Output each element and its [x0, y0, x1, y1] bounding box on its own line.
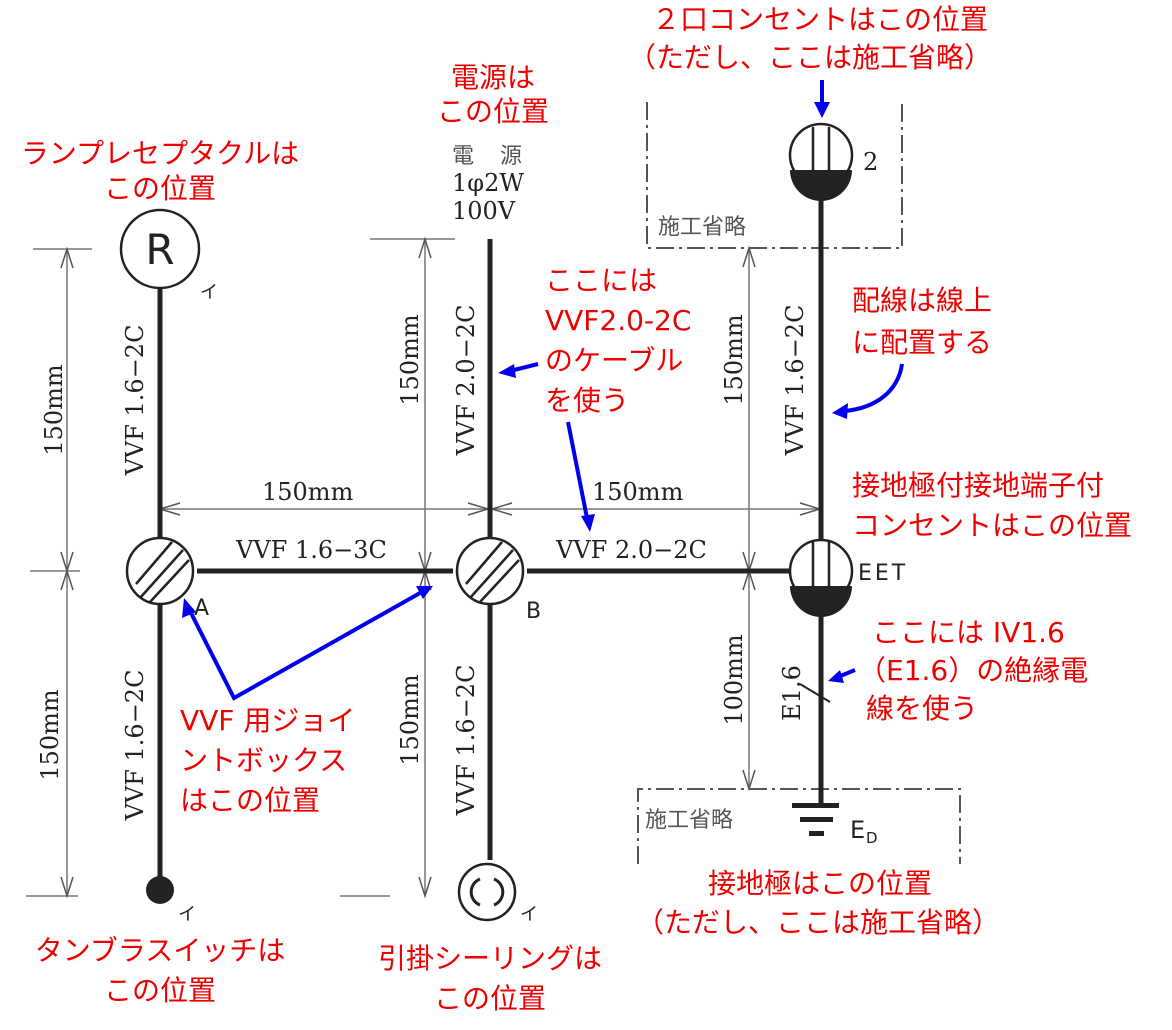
outlet-count: 2 — [863, 148, 878, 176]
arrow-head-icon — [182, 598, 196, 618]
cable-b-to-eet: VVF 2.0−2C — [555, 536, 707, 564]
annotation-outlet-2: ２口コンセントはこの位置 （ただし、ここは施工省略） — [628, 3, 992, 74]
ceiling-mark: イ — [520, 904, 538, 925]
svg-text:ランプレセプタクルは: ランプレセプタクルは — [21, 137, 299, 170]
dimension-lines: 150mm 150mm 150mm 150mm 150mm 150mm 150m… — [26, 236, 823, 899]
svg-text:に配置する: に配置する — [852, 326, 992, 359]
box-b-label: B — [526, 599, 541, 624]
svg-text:２口コンセントはこの位置: ２口コンセントはこの位置 — [652, 3, 988, 36]
cable-power-to-b: VVF 2.0−2C — [452, 305, 480, 457]
cable-a-to-switch: VVF 1.6−2C — [121, 670, 149, 822]
box-a-label: A — [194, 596, 209, 621]
svg-text:コンセントはこの位置: コンセントはこの位置 — [852, 509, 1132, 542]
wires — [157, 186, 831, 880]
cable-outlet-to-eet: VVF 1.6−2C — [781, 305, 809, 457]
svg-text:線を使う: 線を使う — [866, 692, 978, 725]
outlet-2-symbol: 2 — [788, 122, 878, 201]
annotation-ground: 接地極はこの位置 （ただし、ここは施工省略） — [636, 867, 1000, 939]
annotation-joint-box: VVF 用ジョイ ントボックス はこの位置 — [180, 704, 355, 817]
arrow-head-icon — [832, 403, 848, 419]
dim-left-lower: 150mm — [36, 689, 64, 781]
annotation-wiring-line: 配線は線上 に配置する — [852, 284, 992, 359]
svg-text:この位置: この位置 — [437, 95, 549, 128]
annotation-switch: タンブラスイッチは この位置 — [35, 934, 286, 1007]
cable-labels: VVF 1.6−2C VVF 1.6−2C VVF 2.0−2C VVF 1.6… — [121, 305, 809, 822]
cable-lamp-to-a: VVF 1.6−2C — [121, 325, 149, 477]
svg-text:接地極付接地端子付: 接地極付接地端子付 — [852, 469, 1104, 502]
eet-outlet-symbol: EET — [788, 538, 908, 617]
omitted-region-top: 施工省略 — [646, 102, 903, 249]
svg-text:（E1.6）の絶縁電: （E1.6）の絶縁電 — [858, 654, 1088, 687]
svg-text:のケーブル: のケーブル — [545, 344, 683, 377]
omitted-label-top: 施工省略 — [658, 215, 746, 240]
annotation-power: 電源は この位置 — [437, 61, 549, 128]
power-voltage: 100V — [452, 197, 516, 225]
annotation-vvf20: ここには VVF2.0-2C のケーブル を使う — [545, 264, 691, 417]
lamp-r-letter: R — [145, 225, 174, 274]
ground-sub-label: D — [866, 829, 878, 847]
svg-text:この位置: この位置 — [434, 982, 546, 1015]
svg-text:ここには: ここには — [545, 264, 657, 297]
arrow-head-icon — [416, 586, 433, 599]
svg-text:（ただし、ここは施工省略）: （ただし、ここは施工省略） — [636, 906, 1000, 939]
svg-text:を使う: を使う — [545, 384, 629, 417]
switch-mark: イ — [178, 904, 196, 925]
lamp-receptacle-symbol: R イ — [119, 208, 218, 303]
omitted-region-bottom: 施工省略 — [637, 788, 961, 864]
annotation-eet: 接地極付接地端子付 コンセントはこの位置 — [852, 469, 1132, 542]
dim-power-height: 150mm — [396, 314, 424, 406]
dim-eet-upper: 150mm — [720, 314, 748, 406]
svg-text:（ただし、ここは施工省略）: （ただし、ここは施工省略） — [628, 41, 992, 74]
dim-b-lower: 150mm — [396, 674, 424, 766]
svg-text:この位置: この位置 — [104, 172, 216, 205]
svg-text:引掛シーリングは: 引掛シーリングは — [378, 942, 602, 975]
annotation-arrows — [182, 80, 904, 701]
dim-a-to-b: 150mm — [262, 478, 354, 506]
tumbler-switch-symbol: イ — [146, 876, 196, 925]
svg-text:この位置: この位置 — [104, 974, 216, 1007]
svg-text:電源は: 電源は — [451, 61, 535, 94]
arrow-head-icon — [828, 670, 844, 683]
dim-left-upper: 150mm — [40, 364, 68, 456]
arrow-head-icon — [581, 514, 595, 532]
svg-text:VVF2.0-2C: VVF2.0-2C — [545, 304, 691, 337]
arrow-head-icon — [498, 364, 516, 378]
dim-b-to-eet: 150mm — [592, 478, 684, 506]
svg-text:接地極はこの位置: 接地極はこの位置 — [708, 867, 932, 900]
power-phase: 1φ2W — [452, 169, 524, 197]
cable-eet-to-ground: E1.6 — [778, 665, 806, 721]
ground-e-label: E — [850, 816, 865, 844]
annotation-lamp: ランプレセプタクルは この位置 — [21, 137, 299, 205]
power-title: 電 源 — [452, 144, 524, 169]
omitted-label-bottom: 施工省略 — [645, 808, 733, 833]
svg-text:はこの位置: はこの位置 — [180, 784, 320, 817]
svg-text:ここには IV1.6: ここには IV1.6 — [872, 616, 1065, 649]
lamp-mark: イ — [200, 282, 218, 303]
cable-a-to-b: VVF 1.6−3C — [235, 536, 387, 564]
dim-eet-lower: 100mm — [720, 634, 748, 726]
joint-box-b: B — [455, 536, 541, 624]
arrow-head-icon — [814, 102, 830, 118]
svg-text:VVF 用ジョイ: VVF 用ジョイ — [180, 704, 355, 737]
cable-b-to-ceiling: VVF 1.6−2C — [452, 665, 480, 817]
ceiling-rose-symbol: イ — [457, 862, 538, 925]
annotation-ceiling: 引掛シーリングは この位置 — [378, 942, 602, 1015]
svg-text:タンブラスイッチは: タンブラスイッチは — [35, 934, 286, 967]
power-source-label: 電 源 1φ2W 100V — [452, 144, 524, 225]
ground-electrode-symbol: E D — [792, 803, 878, 847]
svg-text:配線は線上: 配線は線上 — [852, 284, 992, 317]
annotation-iv-wire: ここには IV1.6 （E1.6）の絶縁電 線を使う — [858, 616, 1088, 725]
joint-box-a: A — [125, 536, 209, 621]
svg-text:ントボックス: ントボックス — [180, 744, 347, 777]
eet-label: EET — [858, 561, 908, 586]
